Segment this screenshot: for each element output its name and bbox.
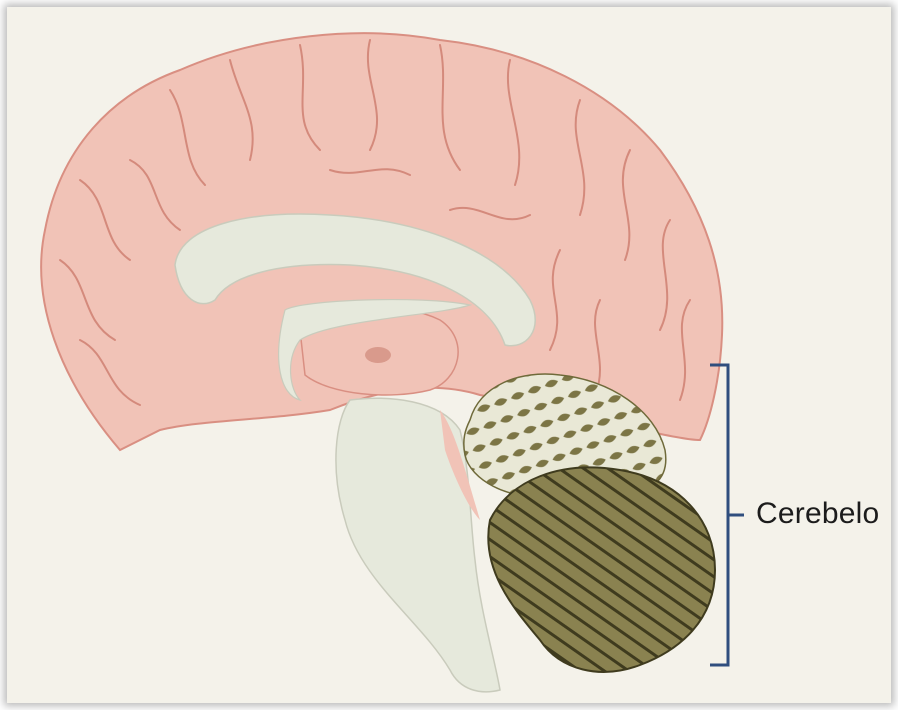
thalamus-nucleus	[365, 347, 391, 363]
cerebellum-folia	[488, 467, 715, 671]
cerebellum-label: Cerebelo	[756, 497, 879, 531]
cerebellum-bracket	[710, 365, 744, 665]
